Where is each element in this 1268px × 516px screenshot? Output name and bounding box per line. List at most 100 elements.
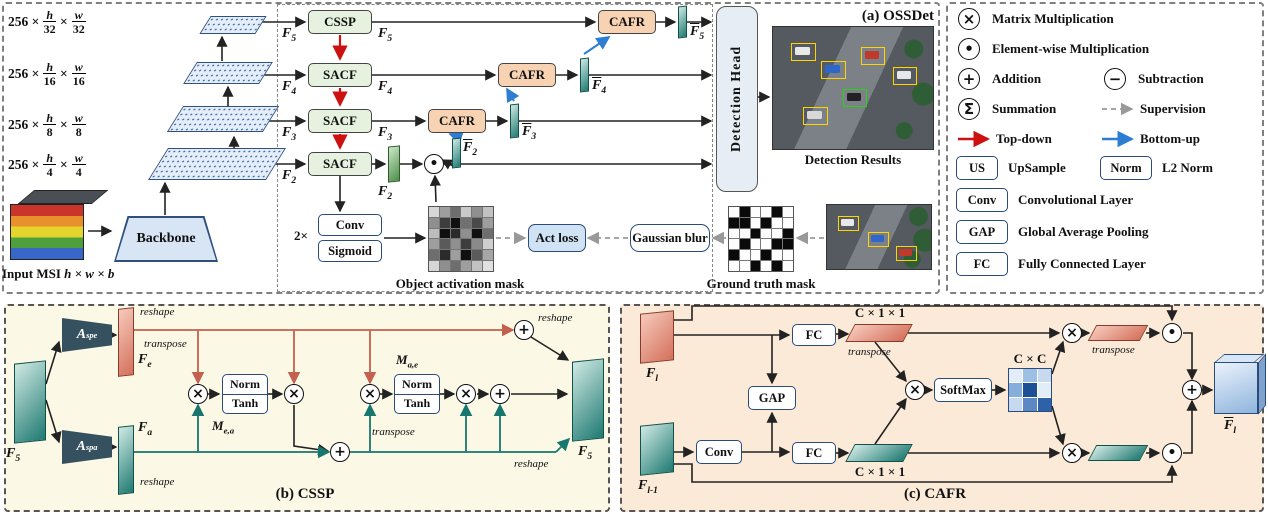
fc-box-icon: FC: [956, 252, 1008, 276]
cssp-matmul-3: ×: [360, 384, 380, 404]
fbar5-label: F5: [690, 24, 705, 42]
panel-c-title: (c) CAFR: [903, 486, 967, 502]
cafr-block-2: CAFR: [498, 63, 556, 87]
gt-mask-grid: [728, 206, 794, 272]
legend-sample-arrows: [958, 102, 1135, 148]
cafr-add: +: [1182, 380, 1202, 400]
grid-cell: [783, 217, 793, 228]
fbar2-label: F2: [463, 140, 478, 158]
fl-label: Fl: [646, 366, 658, 384]
grid-cell: [772, 261, 783, 271]
grid-cell: [761, 239, 772, 250]
repeat-2x-label: 2×: [294, 228, 308, 243]
grid-cell: [461, 261, 472, 271]
cafr-output-cube: [1214, 362, 1258, 414]
cssp-add-mid: +: [490, 384, 510, 404]
legend-matrix-multiplication: Matrix Multiplication: [992, 11, 1114, 26]
grid-cell: [439, 261, 450, 271]
grid-cell: [729, 261, 739, 271]
grid-cell: [729, 239, 739, 250]
detection-box: [821, 61, 846, 79]
car: [825, 65, 840, 73]
detection-box: [896, 246, 917, 261]
car: [841, 219, 854, 226]
fbar3-label: F3: [522, 124, 537, 142]
legend-subtraction: Subtraction: [1138, 71, 1204, 86]
grid-cell: [750, 217, 761, 228]
cafr-matmul-2: ×: [1062, 323, 1082, 343]
panel-a: [2, 2, 940, 294]
legend-top-down: Top-down: [996, 131, 1052, 146]
backbone-block: Backbone: [114, 216, 218, 262]
panel-a-black-arrows: [88, 16, 771, 244]
grid-cell: [761, 217, 772, 228]
panel-b-black-arrows: [45, 329, 570, 456]
fa-label: Fa: [138, 420, 153, 438]
activation-mask-grid: [428, 206, 494, 272]
legend-bottom-up: Bottom-up: [1140, 131, 1200, 146]
legend-summation: Summation: [992, 101, 1057, 116]
grid-cell: [472, 250, 483, 261]
grid-cell: [429, 217, 439, 228]
grid-cell: [483, 228, 493, 239]
grid-cell: [439, 228, 450, 239]
grid-cell: [739, 217, 750, 228]
car: [871, 235, 884, 242]
cafr-gap-block: GAP: [748, 386, 796, 410]
detection-box: [861, 47, 885, 65]
input-msi-label: Input MSI h × w × b: [2, 266, 115, 281]
c11-label-bottom: C × 1 × 1: [854, 464, 906, 479]
grid-cell: [739, 239, 750, 250]
grid-cell: [461, 239, 472, 250]
grid-cell: [1009, 397, 1023, 411]
f5-label: F5: [282, 26, 297, 44]
gaussian-blur-block: Gaussian blur: [630, 224, 710, 252]
reshape-label-2: reshape: [140, 476, 175, 488]
feature-map-p4: [183, 62, 273, 84]
reweighted-vector-low: [1087, 445, 1149, 461]
cafr-input-high-feature: [640, 310, 674, 364]
input-msi-image: [10, 204, 84, 260]
sacf-block-3: SACF: [308, 152, 372, 176]
cafr-block-3: CAFR: [428, 109, 486, 133]
grid-cell: [450, 207, 461, 217]
act-loss-block: Act loss: [528, 224, 586, 252]
grid-cell: [461, 250, 472, 261]
grid-cell: [450, 217, 461, 228]
cssp-output-feature: [572, 358, 604, 442]
grid-cell: [750, 207, 761, 217]
panel-b-spectral-lines: [134, 323, 515, 385]
grid-cell: [439, 207, 450, 217]
detection-box: [838, 216, 859, 231]
grid-cell: [483, 261, 493, 271]
fl-prev-label: Fl-1: [638, 478, 658, 496]
elementwise-multiply-icon: •: [958, 38, 980, 60]
car: [897, 71, 911, 79]
feature-map-p3: [166, 106, 280, 132]
cafr-elemmul-top: •: [1162, 323, 1182, 343]
activation-mask-label: Object activation mask: [395, 276, 525, 291]
channel-vector-low: [845, 444, 913, 462]
feature-map-p5: [199, 16, 267, 34]
grid-cell: [761, 250, 772, 261]
legend-addition: Addition: [992, 71, 1042, 86]
fbar3-feature: [510, 103, 519, 139]
addition-icon: +: [958, 68, 980, 90]
fl-out-label: Fl: [1224, 418, 1236, 436]
f2-feature-bar: [388, 145, 400, 183]
cafr-block-1: CAFR: [598, 10, 656, 34]
cssp-output-label: F5: [578, 444, 593, 462]
grid-cell: [750, 228, 761, 239]
panel-c: [620, 304, 1264, 512]
car: [795, 47, 810, 55]
grid-cell: [483, 239, 493, 250]
fe-label: Fe: [138, 352, 152, 370]
feature-map-p2: [148, 148, 286, 180]
cafr-output-side-face: [1258, 353, 1266, 415]
f4-label-2: F4: [378, 79, 393, 97]
cc-label: C × C: [1013, 351, 1047, 366]
grid-cell: [772, 228, 783, 239]
detection-box: [893, 67, 917, 85]
